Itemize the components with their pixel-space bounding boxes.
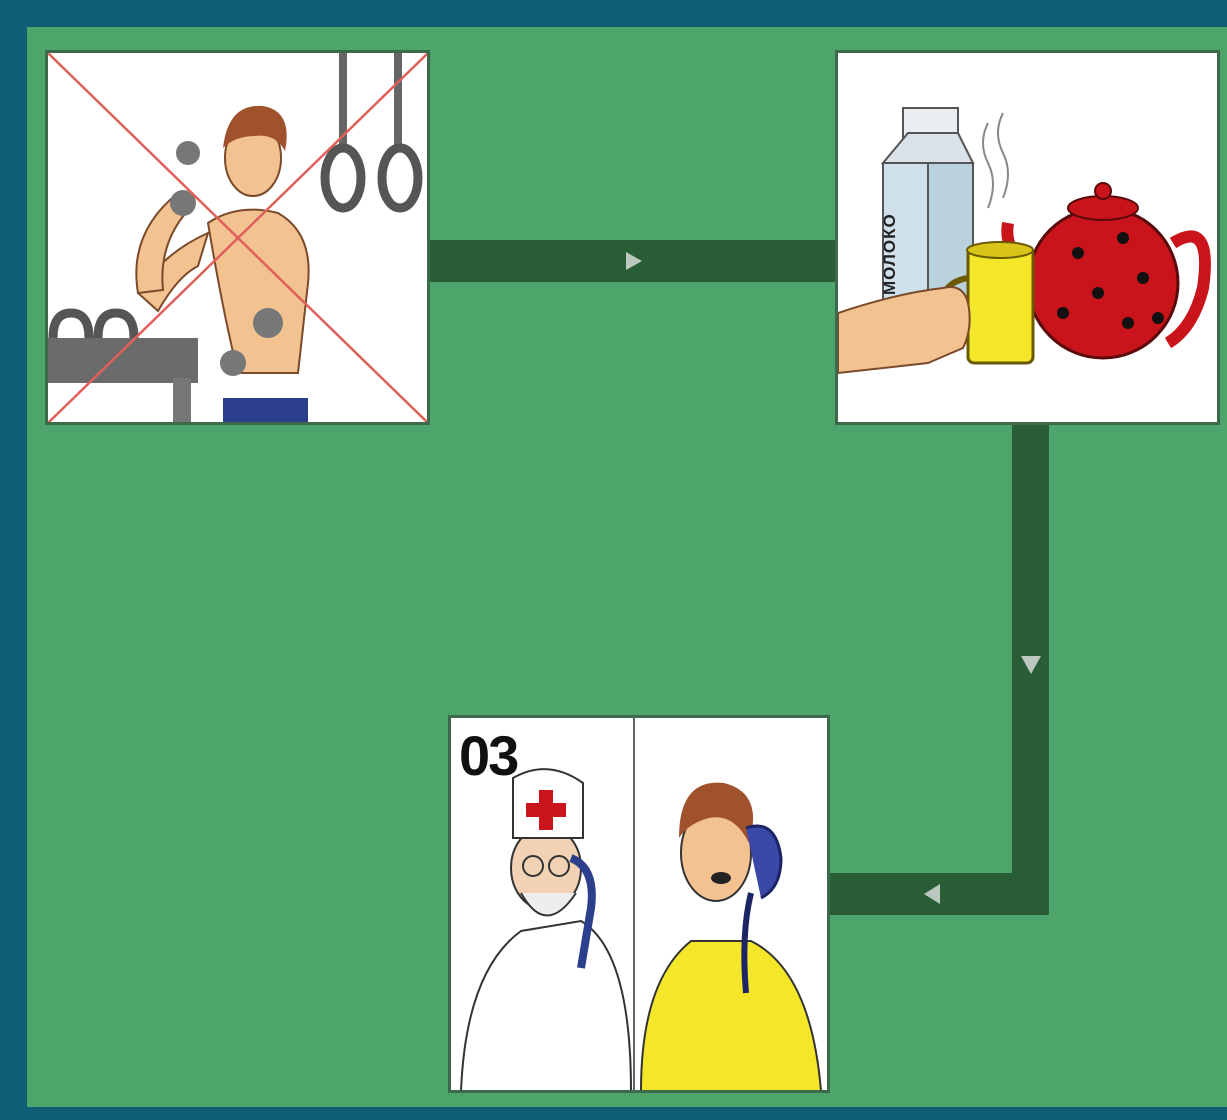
card-drinks: МОЛОКО xyxy=(835,50,1220,425)
card-call: 03 xyxy=(448,715,830,1093)
crossed-out-exercise-icon xyxy=(48,53,428,423)
carton-label: МОЛОКО xyxy=(880,213,900,295)
emergency-number-label: 03 xyxy=(459,728,517,784)
card-exercise xyxy=(45,50,430,425)
